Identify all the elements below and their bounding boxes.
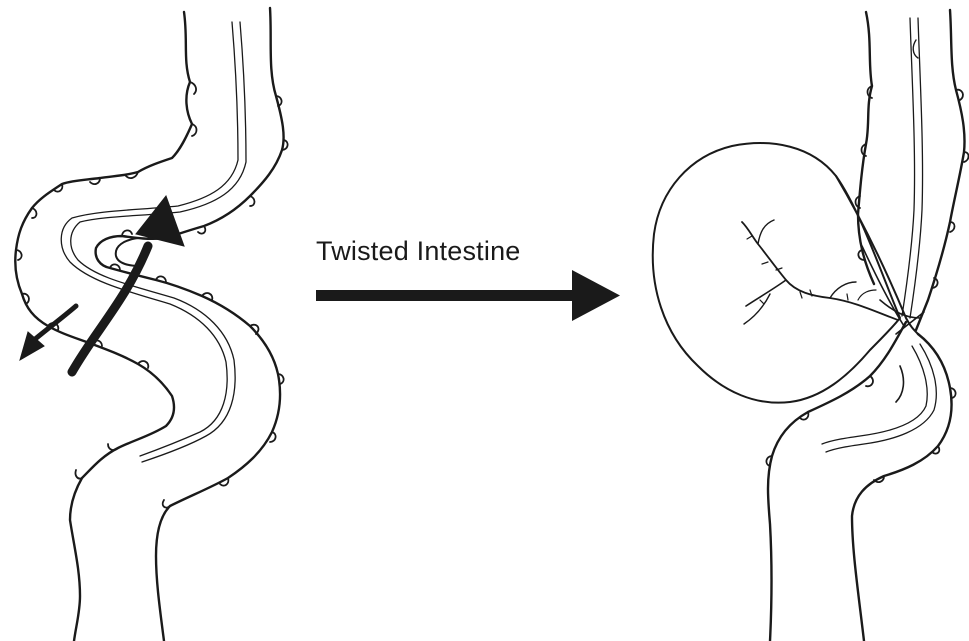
normal-intestine-haustra-inner: [110, 96, 288, 508]
twisted-intestine: [653, 10, 969, 641]
distended-loop: [653, 143, 900, 403]
normal-intestine-haustra: [16, 82, 197, 479]
twisted-intestine-upper-right-wall: [916, 10, 965, 330]
transition-arrow: [316, 270, 620, 321]
twisted-neck: [836, 176, 918, 334]
transition-arrow-head: [572, 270, 620, 321]
transition-arrow-shaft: [316, 290, 578, 301]
diagram-caption: Twisted Intestine: [316, 236, 521, 267]
twisted-intestine-lower-left-wall: [768, 322, 906, 641]
